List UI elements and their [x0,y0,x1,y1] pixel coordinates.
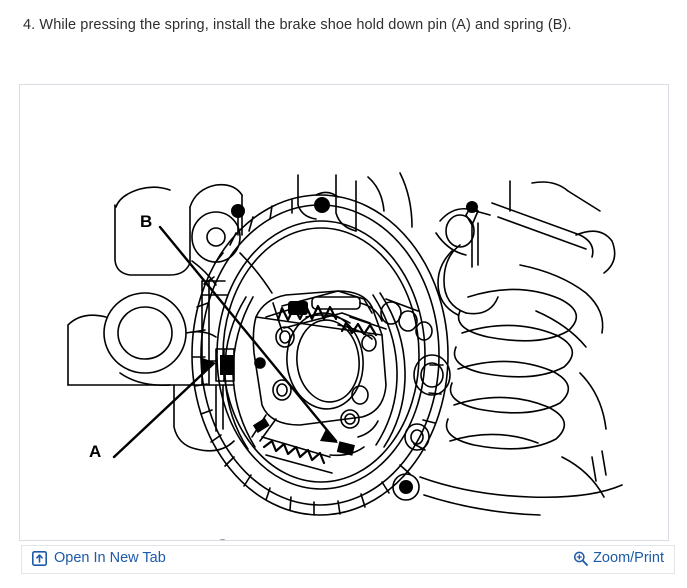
zoom-print-label: Zoom/Print [593,550,664,566]
diagram-canvas: B A : Grease SGHBR6511N [20,85,668,540]
diagram-viewer[interactable]: B A : Grease SGHBR6511N [19,84,669,541]
grease-legend-text: : Grease [203,537,281,540]
brake-assembly-illustration [67,172,623,516]
callout-label-a: A [89,442,102,461]
external-link-icon [32,550,47,566]
open-in-new-tab-label: Open In New Tab [54,550,166,566]
grease-legend: : Grease [175,537,281,540]
magnifier-plus-icon [573,551,588,566]
instruction-text: 4. While pressing the spring, install th… [23,17,572,33]
callout-label-b: B [140,212,153,231]
open-in-new-tab-button[interactable]: Open In New Tab [32,550,166,566]
image-toolbar: Open In New Tab Zoom/Print [21,545,675,574]
zoom-print-button[interactable]: Zoom/Print [573,550,664,566]
thick-right-arrow-icon [175,539,199,540]
